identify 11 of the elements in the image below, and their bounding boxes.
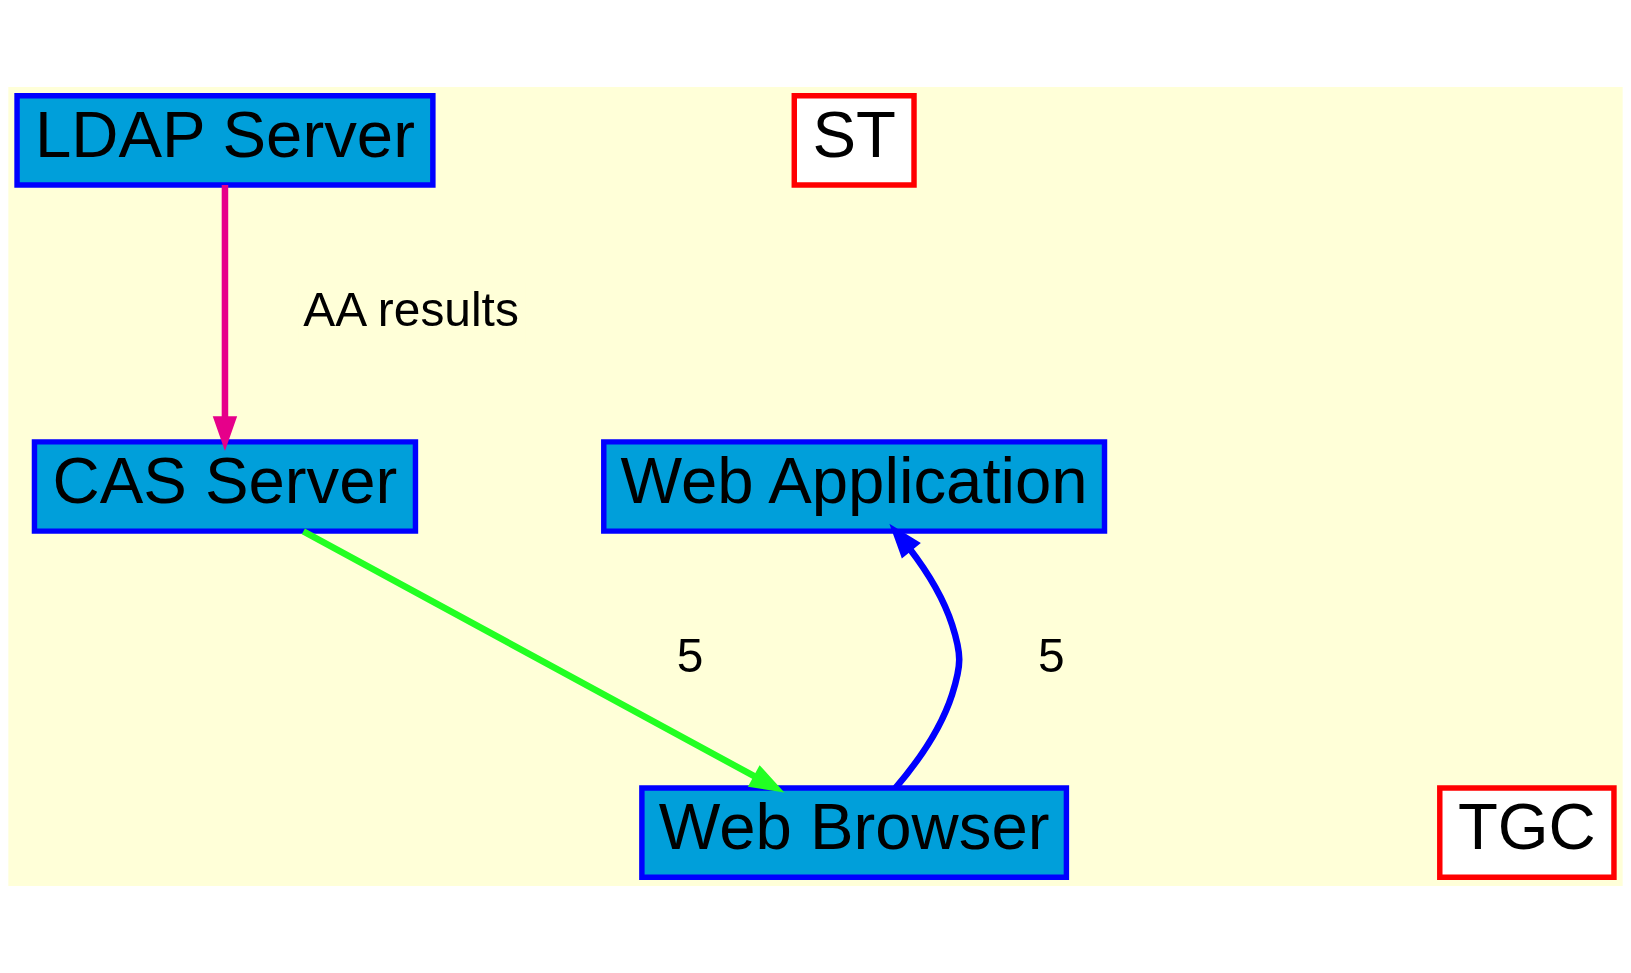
arrow [212, 185, 238, 452]
node-box: Web Browser [639, 785, 1070, 880]
edge-label: 5 [1038, 628, 1065, 682]
node-box: TGC [1437, 785, 1617, 880]
edge-label: AA results [303, 282, 519, 336]
node-box: ST [791, 93, 917, 188]
node-box: Web Application [601, 439, 1108, 534]
node-box: CAS Server [31, 439, 419, 534]
arrow [301, 528, 785, 793]
node-box: LDAP Server [14, 93, 436, 188]
edge-label: 5 [676, 628, 704, 682]
